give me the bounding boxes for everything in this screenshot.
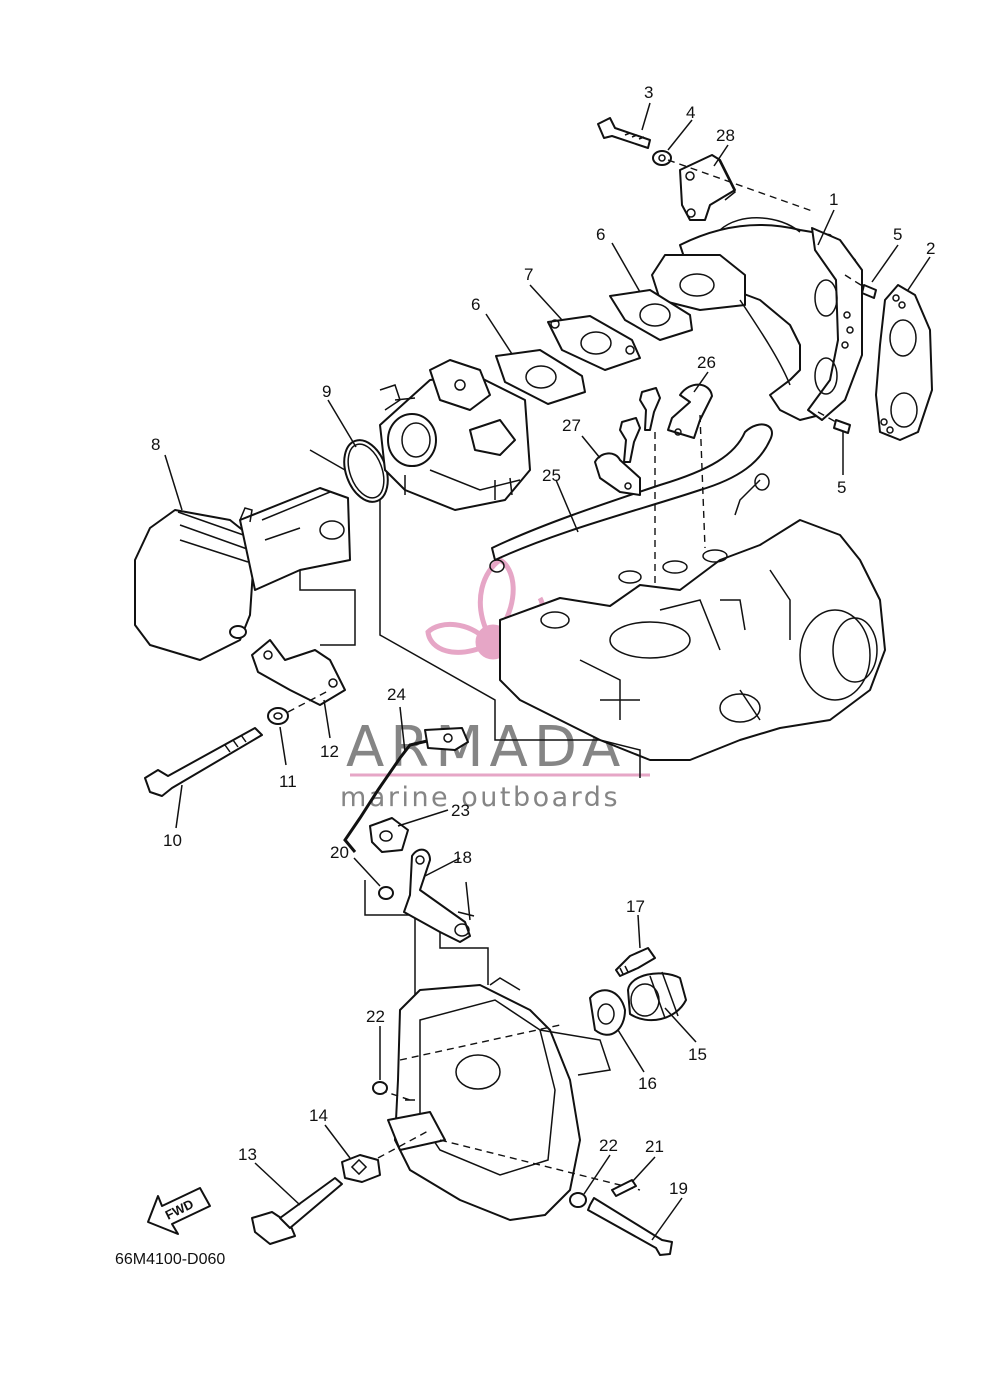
link-rod bbox=[343, 727, 469, 853]
callout-labels: 1 2 3 4 5 5 6 6 7 8 9 10 11 12 13 14 15 … bbox=[151, 83, 935, 1198]
grommet bbox=[372, 1081, 388, 1095]
long-bolt bbox=[144, 727, 263, 797]
callout-12: 12 bbox=[320, 742, 339, 761]
callout-4: 4 bbox=[686, 103, 695, 122]
callout-25: 25 bbox=[542, 466, 561, 485]
dowel-pin bbox=[844, 274, 877, 299]
grommet bbox=[569, 1192, 587, 1208]
silencer-bracket bbox=[251, 639, 346, 706]
spring-pin bbox=[611, 1179, 637, 1197]
link-joint bbox=[369, 817, 409, 853]
callout-6b: 6 bbox=[471, 295, 480, 314]
callout-3: 3 bbox=[644, 83, 653, 102]
callout-1: 1 bbox=[829, 190, 838, 209]
callout-22b: 22 bbox=[599, 1136, 618, 1155]
callout-5: 5 bbox=[893, 225, 902, 244]
intake-manifold bbox=[651, 217, 863, 421]
callout-10: 10 bbox=[163, 831, 182, 850]
silencer-pipe bbox=[627, 971, 687, 1022]
carburetor bbox=[379, 359, 531, 511]
joint bbox=[547, 315, 641, 371]
fwd-arrow-icon: FWD bbox=[147, 1187, 211, 1235]
hose-clip bbox=[594, 452, 641, 496]
washer bbox=[652, 150, 816, 213]
cylinder-block bbox=[499, 519, 886, 761]
callout-24: 24 bbox=[387, 685, 406, 704]
cover-bolt bbox=[587, 1197, 673, 1256]
callout-7: 7 bbox=[524, 265, 533, 284]
callout-16: 16 bbox=[638, 1074, 657, 1093]
watermark-tagline: marine outboards bbox=[340, 782, 620, 813]
callout-26: 26 bbox=[697, 353, 716, 372]
callout-23: 23 bbox=[451, 801, 470, 820]
manifold-bolt bbox=[597, 117, 651, 149]
grommet bbox=[267, 689, 331, 725]
dowel-pin bbox=[817, 411, 851, 434]
leader-lines bbox=[164, 102, 931, 1241]
callout-13: 13 bbox=[238, 1145, 257, 1164]
pipe-gasket bbox=[589, 989, 626, 1036]
callout-17: 17 bbox=[626, 897, 645, 916]
gasket bbox=[609, 289, 693, 341]
callout-14: 14 bbox=[309, 1106, 328, 1125]
o-ring bbox=[343, 439, 389, 503]
callout-21: 21 bbox=[645, 1137, 664, 1156]
diagram-code: 66M4100-D060 bbox=[115, 1251, 225, 1268]
callout-8: 8 bbox=[151, 435, 160, 454]
screw bbox=[615, 947, 656, 977]
callout-5b: 5 bbox=[837, 478, 846, 497]
clip-screw bbox=[639, 387, 661, 431]
gasket bbox=[495, 349, 586, 405]
callout-9: 9 bbox=[322, 382, 331, 401]
intake-silencer bbox=[134, 487, 351, 661]
callout-28: 28 bbox=[716, 126, 735, 145]
choke-rod bbox=[251, 1129, 431, 1245]
choke-knob bbox=[341, 1154, 381, 1183]
callout-2: 2 bbox=[926, 239, 935, 258]
clip-screw bbox=[619, 417, 641, 463]
circlip bbox=[378, 886, 394, 900]
callout-22: 22 bbox=[366, 1007, 385, 1026]
fuel-hose bbox=[489, 423, 773, 573]
throttle-lever bbox=[403, 848, 475, 943]
manifold-gasket bbox=[875, 284, 933, 441]
silencer-cover bbox=[379, 977, 641, 1221]
callout-6: 6 bbox=[596, 225, 605, 244]
callout-27: 27 bbox=[562, 416, 581, 435]
callout-15: 15 bbox=[688, 1045, 707, 1064]
callout-18: 18 bbox=[453, 848, 472, 867]
callout-11: 11 bbox=[279, 772, 297, 791]
callout-19: 19 bbox=[669, 1179, 688, 1198]
bracket bbox=[679, 154, 736, 221]
callout-20: 20 bbox=[330, 843, 349, 862]
hose-clip bbox=[667, 383, 713, 439]
